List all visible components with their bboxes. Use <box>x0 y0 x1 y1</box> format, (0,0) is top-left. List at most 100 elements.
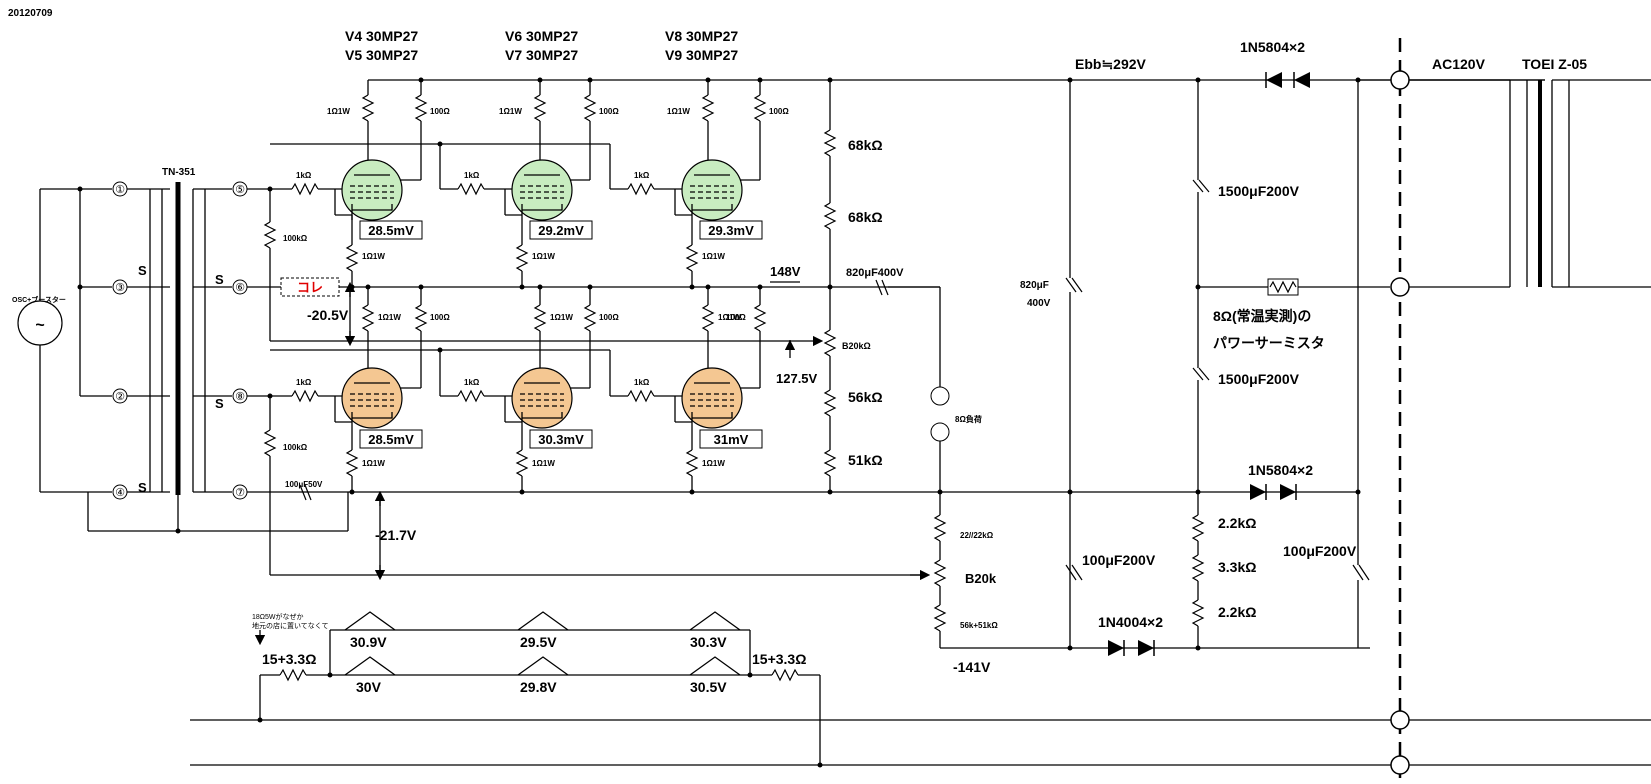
heater-r-right: 15+3.3Ω <box>752 651 806 667</box>
svg-text:1Ω1W: 1Ω1W <box>667 107 690 116</box>
bias-network: 22//22kΩ B20k 56k+51kΩ -141V <box>933 492 1108 675</box>
svg-text:100Ω: 100Ω <box>769 107 789 116</box>
tube-v8-envelope <box>681 159 743 221</box>
main-cap-voltage: 400V <box>1027 298 1051 309</box>
divider-r3: 56kΩ <box>848 389 883 405</box>
neg-r1: 2.2kΩ <box>1218 515 1256 531</box>
svg-text:1kΩ: 1kΩ <box>634 378 650 387</box>
pin-3: ③ <box>115 282 125 294</box>
tube-v6-envelope <box>511 159 573 221</box>
pin-2: ② <box>115 391 125 403</box>
svg-text:1kΩ: 1kΩ <box>464 171 480 180</box>
svg-text:1kΩ: 1kΩ <box>296 171 312 180</box>
svg-text:1Ω1W: 1Ω1W <box>362 459 385 468</box>
svg-text:1Ω1W: 1Ω1W <box>532 252 555 261</box>
tube-label-v4: V4 30MP27 <box>345 28 418 44</box>
divider-r2: 68kΩ <box>848 209 883 225</box>
bias-r-top: 22//22kΩ <box>960 531 994 540</box>
thermistor-label-2: パワーサーミスタ <box>1213 335 1325 351</box>
svg-text:1Ω1W: 1Ω1W <box>362 252 385 261</box>
tube-labels: V4 30MP27 V5 30MP27 V6 30MP27 V7 30MP27 … <box>345 28 738 63</box>
pin-1: ① <box>115 184 125 196</box>
cap-1500-top-label: 1500μF200V <box>1218 183 1300 199</box>
svg-text:1Ω1W: 1Ω1W <box>327 107 350 116</box>
r100k-upper: 100kΩ <box>283 234 308 243</box>
bias-upper: -20.5V <box>270 281 824 347</box>
tilde-symbol: ~ <box>35 317 44 334</box>
svg-text:1Ω1W: 1Ω1W <box>550 313 573 322</box>
cathode-mv-v5: 28.5mV <box>368 432 414 447</box>
voltage-divider: 68kΩ 68kΩ B20kΩ 56kΩ 51kΩ 820μF400V 8Ω負荷 <box>823 77 982 495</box>
svg-text:1kΩ: 1kΩ <box>634 171 650 180</box>
tube-label-v7: V7 30MP27 <box>505 47 578 63</box>
output-cap-label: 820μF400V <box>846 267 904 279</box>
heater-top-2: 29.5V <box>520 634 557 650</box>
neg-cap2-label: 100μF200V <box>1283 543 1357 559</box>
plate-voltage: 148V <box>770 264 801 279</box>
svg-text:1Ω1W: 1Ω1W <box>499 107 522 116</box>
neg-r2: 3.3kΩ <box>1218 559 1256 575</box>
heater-top-3: 30.3V <box>690 634 727 650</box>
divider-low-voltage: 127.5V <box>776 371 818 386</box>
tube-v9: 1Ω1W 100Ω 1kΩ 1Ω1W 31m <box>609 284 767 492</box>
neg-r3: 2.2kΩ <box>1218 604 1256 620</box>
diode-top-label: 1N5804×2 <box>1240 39 1305 55</box>
pin-6: ⑥ <box>235 282 245 294</box>
tube-label-v9: V9 30MP27 <box>665 47 738 63</box>
svg-text:1kΩ: 1kΩ <box>296 378 312 387</box>
r100k-lower: 100kΩ <box>283 443 308 452</box>
bias-r-bot: 56k+51kΩ <box>960 621 998 630</box>
heater-r-left: 15+3.3Ω <box>262 651 316 667</box>
neg-cap1-label: 100μF200V <box>1082 552 1156 568</box>
svg-text:1Ω1W: 1Ω1W <box>532 459 555 468</box>
cathode-bypass-cap: 100μF50V <box>285 480 349 531</box>
tube-label-v5: V5 30MP27 <box>345 47 418 63</box>
heater-chain: 18Ω5Wがなぜか 地元の店に置いてなくて 30.9V 29.5V 30.3V … <box>190 611 1651 768</box>
load-label: 8Ω負荷 <box>955 414 982 424</box>
svg-text:1Ω1W: 1Ω1W <box>718 313 741 322</box>
svg-text:100Ω: 100Ω <box>430 107 450 116</box>
heater-note-2: 地元の店に置いてなくて <box>252 621 329 630</box>
ebb-label: Ebb≒292V <box>1075 56 1147 72</box>
heater-note-1: 18Ω5Wがなぜか <box>252 612 304 621</box>
divider-pot: B20kΩ <box>842 341 871 351</box>
divider-r1: 68kΩ <box>848 137 883 153</box>
tn351-label: TN-351 <box>162 167 196 178</box>
pin-7: ⑦ <box>235 487 245 499</box>
cathode-mv-v8: 29.3mV <box>708 223 754 238</box>
svg-text:1Ω1W: 1Ω1W <box>702 252 725 261</box>
svg-text:100Ω: 100Ω <box>430 313 450 322</box>
cathode-mv-v4: 28.5mV <box>368 223 414 238</box>
pin-5: ⑤ <box>235 184 245 196</box>
pin-8: ⑧ <box>235 391 245 403</box>
tube-v5-envelope <box>341 367 403 429</box>
svg-text:100Ω: 100Ω <box>726 313 746 322</box>
svg-text:1Ω1W: 1Ω1W <box>702 459 725 468</box>
ac-voltage-label: AC120V <box>1432 56 1486 72</box>
power-supply: Ebb≒292V 820μF 400V 100μF200V 1N4004×2 1… <box>1020 38 1651 784</box>
cathode-mv-v6: 29.2mV <box>538 223 584 238</box>
tube-v4-envelope <box>341 159 403 221</box>
divider-r4: 51kΩ <box>848 452 883 468</box>
tube-v4: 1Ω1W 100Ω 1kΩ 1Ω1W 28.5mV <box>291 77 450 287</box>
tube-v5: 1Ω1W 100Ω 1kΩ 1Ω1W 28.5mV <box>291 284 450 492</box>
kore-label: コレ <box>297 280 323 295</box>
heater-bot-1: 30V <box>356 679 382 695</box>
tube-label-v6: V6 30MP27 <box>505 28 578 44</box>
tube-label-v8: V8 30MP27 <box>665 28 738 44</box>
osc-label: OSC+ブースター <box>12 295 66 304</box>
upper-tube-row: 1Ω1W 100Ω 1kΩ 1Ω1W 28.5mV <box>270 77 801 290</box>
date-label: 20120709 <box>8 8 53 19</box>
cap-1500-mid-label: 1500μF200V <box>1218 371 1300 387</box>
input-section: ~ OSC+ブースター ① ③ ② ④ S S TN-351 <box>12 167 1358 575</box>
s-mark-4: S <box>215 396 224 411</box>
tube-v6: 1Ω1W 100Ω 1kΩ 1Ω1W 29. <box>439 77 619 287</box>
bias-lower: -21.7V <box>270 490 931 581</box>
tube-v7: 1Ω1W 100Ω 1kΩ 1Ω1W 30. <box>439 284 619 492</box>
cathode-mv-v7: 30.3mV <box>538 432 584 447</box>
heater-top-1: 30.9V <box>350 634 387 650</box>
tube-v7-envelope <box>511 367 573 429</box>
tube-v9-envelope <box>681 367 743 429</box>
heater-bot-2: 29.8V <box>520 679 557 695</box>
